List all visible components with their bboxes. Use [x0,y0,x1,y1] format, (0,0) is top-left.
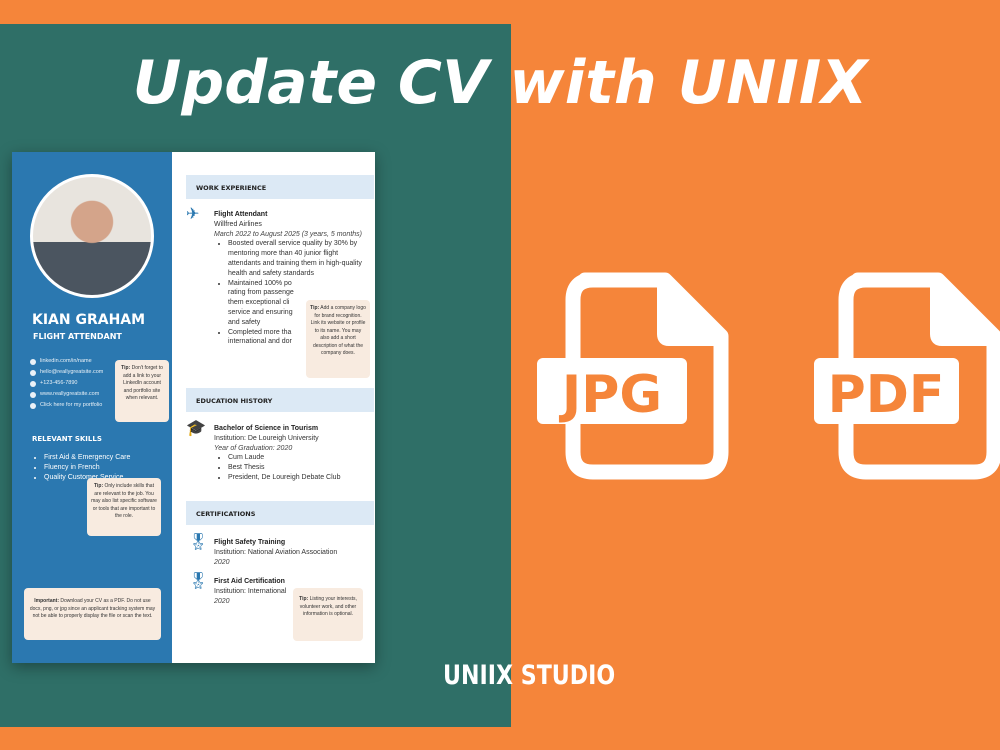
edu-bullet: Best Thesis [228,463,364,473]
tip-contacts: Tip: Don't forget to add a link to your … [115,360,169,422]
tip-label: Important: [34,598,59,604]
cert-institution: Institution: National Aviation Associati… [214,548,338,556]
work-entry: ✈ Flight Attendant Willfred Airlines Mar… [186,207,364,348]
phone-icon [30,380,36,387]
file-label: PDF [828,365,945,425]
file-jpg-icon: JPG [537,272,729,480]
tip-label: Tip: [299,596,309,602]
education-entry: 🎓 Bachelor of Science in Tourism Institu… [186,421,364,483]
contact-item: www.reallygreatsite.com [30,389,112,400]
edu-year: Year of Graduation: 2020 [214,444,293,452]
edu-title: Bachelor of Science in Tourism [214,425,319,432]
work-bullet: Completed more tha international and dor [228,328,300,348]
tip-certs: Tip: Listing your interests, volunteer w… [293,588,363,641]
link-icon [30,402,36,409]
skills-list: First Aid & Emergency Care Fluency in Fr… [44,453,130,483]
cert-title: Flight Safety Training [214,539,286,546]
contact-text: +123-456-7890 [40,380,78,386]
file-label: JPG [559,365,662,425]
skill-item: Fluency in French [44,463,130,473]
airplane-icon: ✈ [186,206,200,223]
edu-institution: Institution: De Loureigh University [214,434,319,442]
edu-bullet: President, De Loureigh Debate Club [228,473,364,483]
cv-job-title: FLIGHT ATTENDANT [33,332,122,341]
tip-text: Download your CV as a PDF. Do not use do… [29,598,156,619]
edu-bullet: Cum Laude [228,453,364,463]
tip-text: Listing your interests, volunteer work, … [299,596,357,617]
graduation-cap-icon: 🎓 [186,420,206,437]
tip-work: Tip: Add a company logo for brand recogn… [306,300,370,378]
contact-item: Click here for my portfolio [30,400,112,411]
tip-text: Only include skills that are relevant to… [91,483,157,519]
skill-item: First Aid & Emergency Care [44,453,130,463]
studio-brand: UNIIX STUDIO [443,660,616,691]
contact-text: hello@reallygreatsite.com [40,369,104,375]
email-icon [30,369,36,376]
tip-text: Don't forget to add a link to your Linke… [122,365,163,401]
tip-text: Add a company logo for brand recognition… [310,305,366,356]
cv-preview: KIAN GRAHAM FLIGHT ATTENDANT linkedin.co… [12,152,375,663]
contact-item: hello@reallygreatsite.com [30,367,112,378]
contact-text: Click here for my portfolio [40,402,103,408]
section-work: WORK EXPERIENCE [186,175,374,199]
tip-label: Tip: [121,365,131,371]
cert-year: 2020 [214,558,230,566]
contact-text: www.reallygreatsite.com [40,391,100,397]
work-bullet: Boosted overall service quality by 30% b… [228,239,364,278]
tip-label: Tip: [310,305,320,311]
cv-name: KIAN GRAHAM [32,312,146,328]
tip-label: Tip: [94,483,104,489]
cert-entry: 🎖 Flight Safety Training Institution: Na… [188,535,364,567]
cv-main: WORK EXPERIENCE ✈ Flight Attendant Willf… [186,152,375,663]
work-dates: March 2022 to August 2025 (3 years, 5 mo… [214,230,362,238]
award-ribbon-icon: 🎖 [188,534,209,551]
file-pdf-icon: PDF [814,272,1000,480]
tip-skills: Tip: Only include skills that are releva… [87,478,161,536]
work-company: Willfred Airlines [214,220,262,228]
work-title: Flight Attendant [214,211,268,218]
cert-title: First Aid Certification [214,578,285,585]
award-ribbon-icon: 🎖 [188,573,209,590]
work-bullet: Maintained 100% po rating from passenge … [228,279,300,328]
contact-item: linkedin.com/in/name [30,356,112,367]
section-certifications: CERTIFICATIONS [186,501,374,525]
globe-icon [30,391,36,398]
cert-institution: Institution: International [214,587,287,595]
tip-important: Important: Download your CV as a PDF. Do… [24,588,161,640]
section-education: EDUCATION HISTORY [186,388,374,412]
cert-entry: 🎖 First Aid Certification Institution: I… [188,574,364,606]
contact-text: linkedin.com/in/name [40,358,92,364]
linkedin-icon [30,358,36,365]
contact-list: linkedin.com/in/name hello@reallygreatsi… [30,356,112,411]
avatar [30,174,154,298]
skills-heading: RELEVANT SKILLS [32,435,102,443]
cert-year: 2020 [214,597,230,605]
contact-item: +123-456-7890 [30,378,112,389]
skill-item: Quality Customer Service [44,473,130,483]
headline: Update CV with UNIIX [132,48,868,118]
